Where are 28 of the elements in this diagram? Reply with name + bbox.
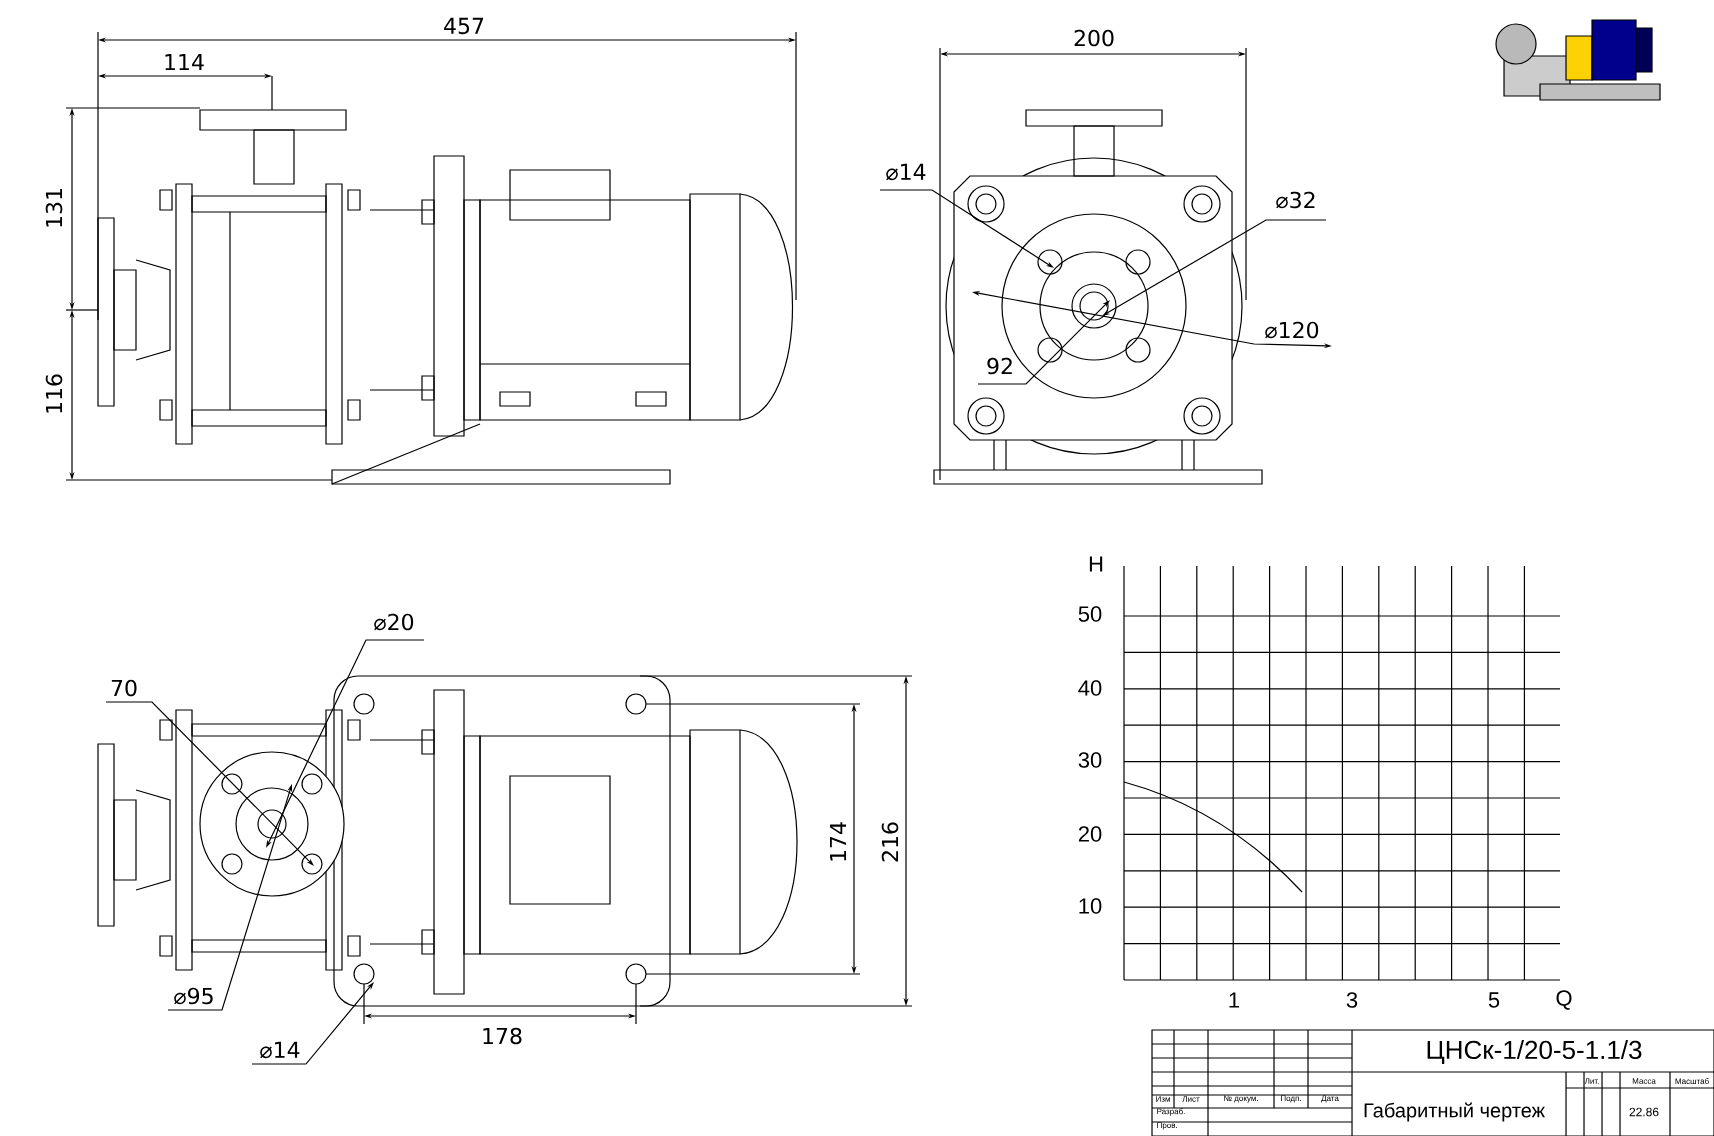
dimension-label: ⌀14 — [886, 163, 926, 181]
dimension-label: 92 — [987, 357, 1012, 375]
dimension-label: 457 — [444, 17, 484, 35]
axis-tick-label: 3 — [1346, 992, 1358, 1008]
dimension-label: 200 — [1074, 29, 1114, 47]
dimension-label: ⌀32 — [1276, 191, 1315, 209]
axis-tick-label: 5 — [1488, 992, 1500, 1008]
dimension-label: ⌀20 — [374, 613, 414, 631]
axis-tick-label: 40 — [1078, 680, 1102, 696]
dimension-label: 174 — [830, 822, 847, 861]
axis-tick-label: 20 — [1078, 826, 1102, 842]
dimension-label: 131 — [45, 189, 63, 227]
title-block-label: ЦНСк-1/20-5-1.1/3 — [1427, 1040, 1642, 1064]
axis-tick-label: 1 — [1229, 992, 1240, 1008]
axis-tick-label: 50 — [1078, 606, 1102, 622]
dimension-label: 178 — [483, 1027, 522, 1045]
title-block-label: Габаритный чертеж — [1364, 1102, 1545, 1122]
dimension-label: 70 — [111, 679, 137, 697]
dimension-label: ⌀14 — [260, 1041, 300, 1059]
axis-tick-label: 30 — [1078, 752, 1102, 768]
dimension-label: 216 — [881, 822, 899, 862]
dimension-label: ⌀95 — [174, 987, 213, 1005]
axis-label: Q — [1556, 990, 1572, 1010]
dimension-label: ⌀120 — [1265, 321, 1319, 339]
dimension-label: 114 — [165, 54, 204, 70]
dimension-label: 116 — [45, 374, 63, 413]
axis-tick-label: 10 — [1079, 898, 1102, 914]
axis-label: H — [1089, 556, 1103, 572]
